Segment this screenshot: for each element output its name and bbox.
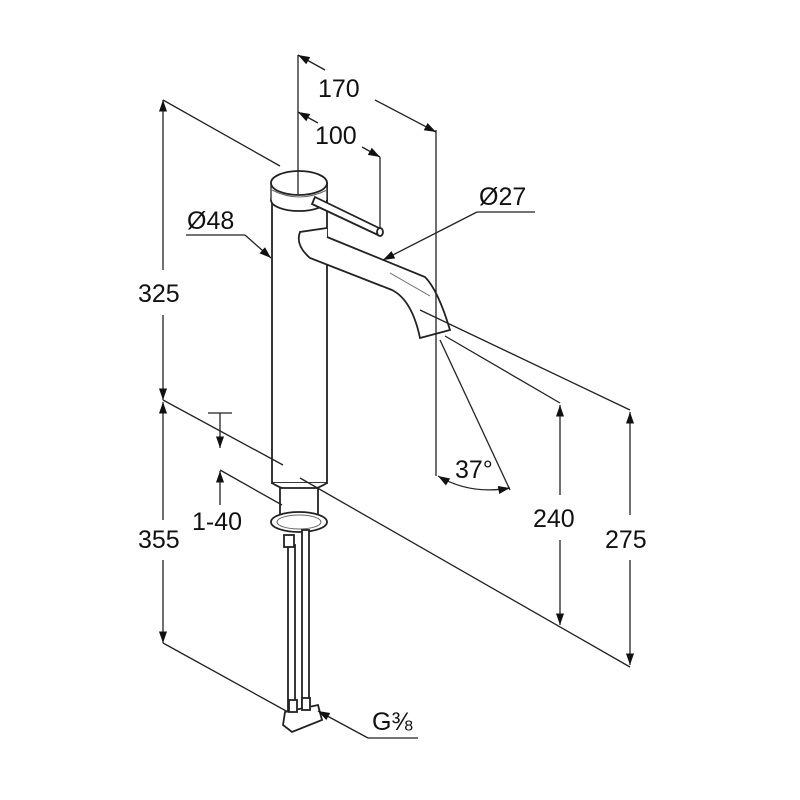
dim-connection-thread: G⅜: [317, 708, 418, 739]
lever-handle: [310, 195, 384, 237]
label-100: 100: [315, 122, 357, 150]
spout: [297, 227, 452, 340]
label-g38: G⅜: [372, 708, 412, 736]
label-37deg: 37°: [455, 456, 493, 484]
label-240: 240: [533, 505, 575, 533]
label-325: 325: [138, 280, 180, 308]
dim-outlet-angle: 37°: [435, 339, 511, 495]
faucet-body: [270, 170, 328, 533]
label-1-40: 1-40: [192, 508, 242, 536]
label-275: 275: [605, 526, 647, 554]
dim-spout-outlet-height: 240: [299, 335, 631, 668]
label-dia27: Ø27: [479, 183, 526, 211]
label-170: 170: [318, 75, 360, 103]
dim-overall-spout-height: 275: [419, 309, 647, 665]
dim-height-below-deck: 355: [138, 399, 289, 713]
supply-hoses: [282, 529, 324, 734]
label-355: 355: [138, 526, 180, 554]
dim-body-diameter: Ø48: [186, 207, 272, 259]
dim-lever-reach: 100: [297, 111, 381, 228]
dim-spout-reach: 170: [297, 54, 437, 470]
dim-spout-diameter: Ø27: [382, 183, 535, 261]
dim-height-above-deck: 325: [138, 99, 281, 400]
label-dia48: Ø48: [187, 207, 234, 235]
dim-deck-thickness: 1-40: [192, 412, 283, 536]
